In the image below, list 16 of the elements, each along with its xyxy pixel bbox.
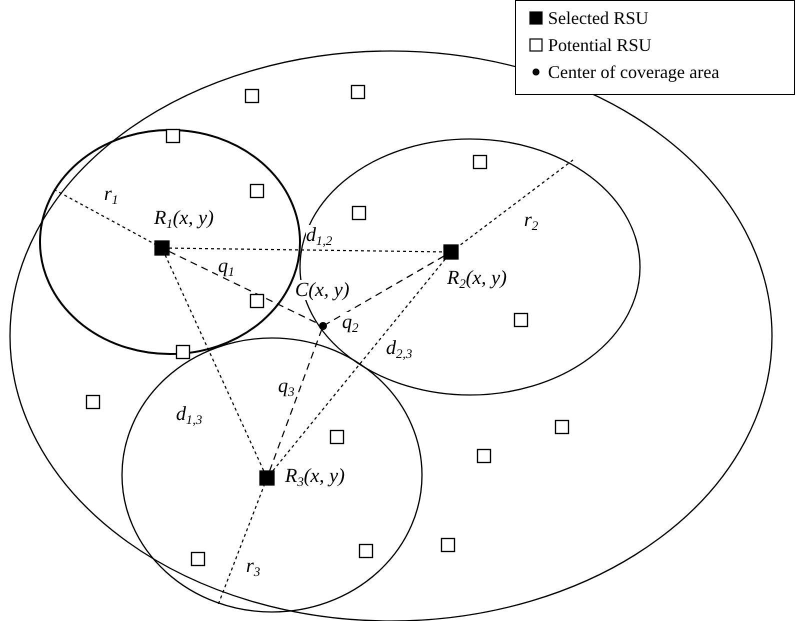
node-label: R$_{3}$(x, y): [285, 466, 345, 486]
connector-line: [169, 248, 444, 252]
connector-line: [269, 330, 322, 472]
connector-line: [272, 258, 446, 472]
legend-label: Potential RSU: [548, 36, 652, 54]
edge-label: d$_{2,3}$: [386, 338, 412, 358]
edge-label: d$_{1,3}$: [176, 404, 202, 424]
legend-label: Center of coverage area: [548, 63, 720, 81]
connector-line: [164, 254, 264, 472]
node-label: R$_{1}$(x, y): [154, 208, 214, 228]
edge-label: d$_{1,2}$: [306, 225, 332, 245]
node-label: R$_{2}$(x, y): [447, 268, 507, 288]
connector-line: [326, 256, 444, 325]
edge-label: q$_{2}$: [342, 312, 358, 332]
legend-label: Selected RSU: [548, 9, 648, 27]
node-label: C(x, y): [295, 280, 350, 300]
